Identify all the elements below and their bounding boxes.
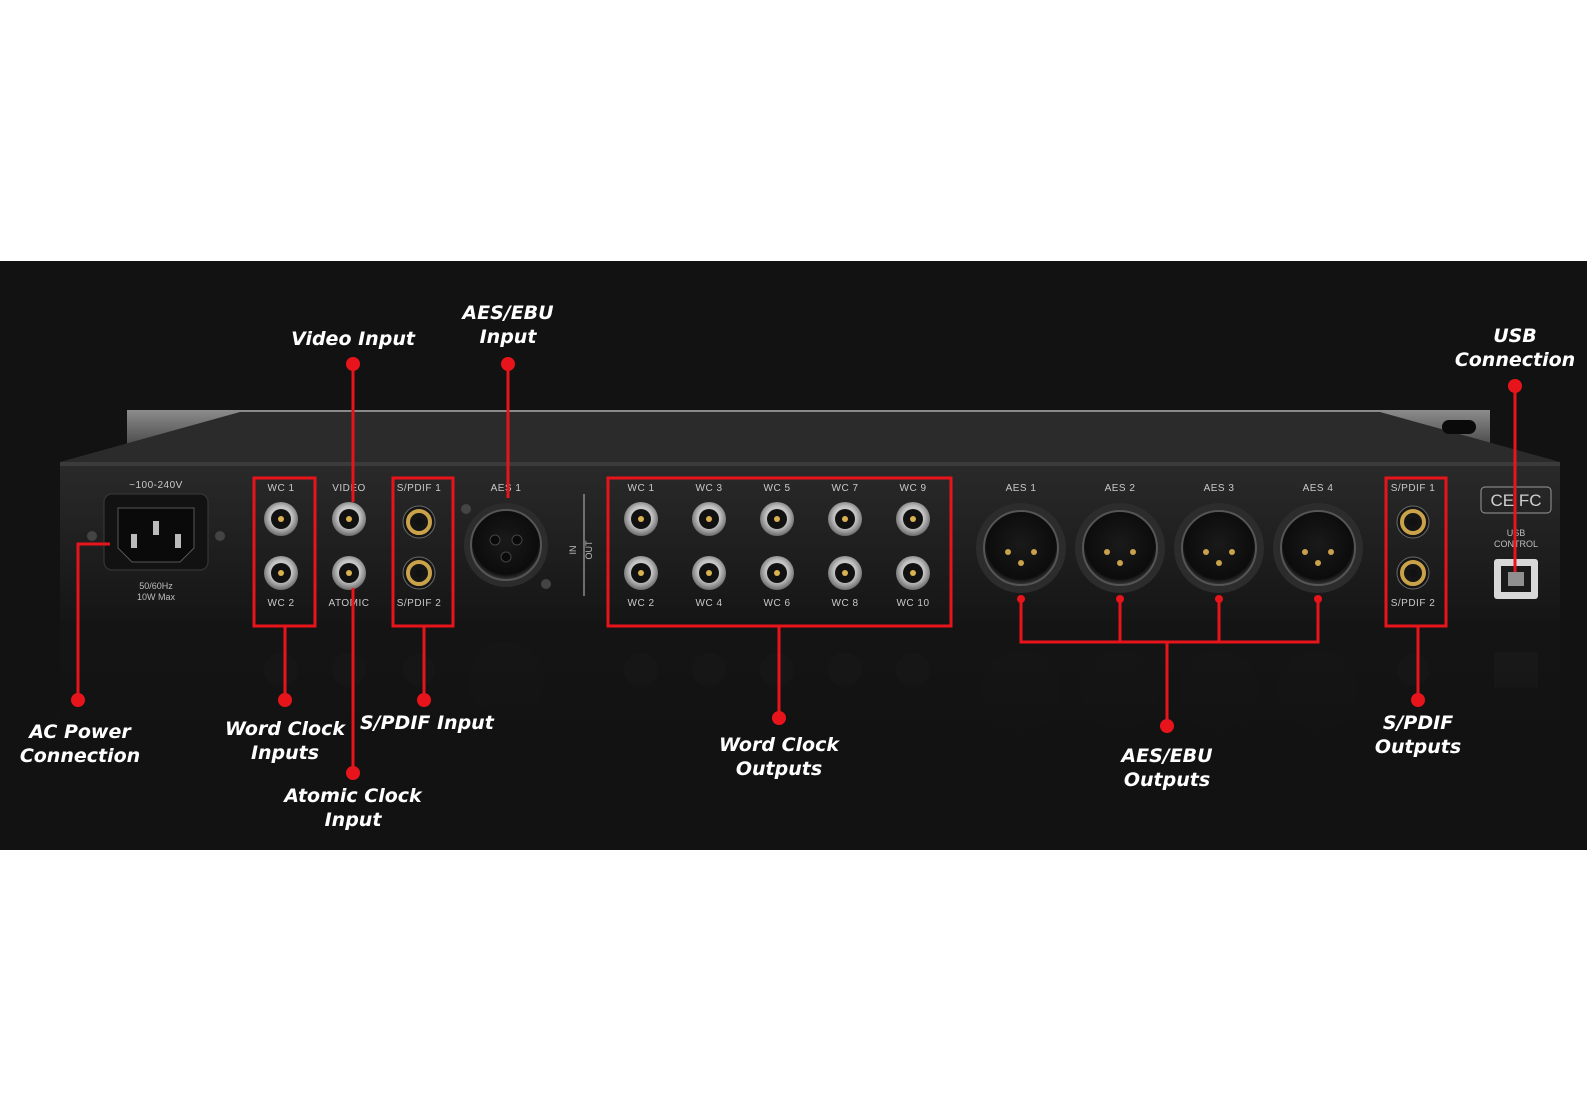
usb-b-port [1494,559,1538,599]
callout-word-clock-outputs: Word Clock Outputs [714,733,844,781]
rack-slot [1442,420,1476,434]
callout-line: Inputs [250,742,320,764]
callout-line: AES/EBU [1121,745,1213,767]
callout-line: Word Clock [719,734,839,756]
power-rating-line-1: 50/60Hz [139,581,173,591]
callout-line: Outputs [1123,769,1211,791]
callout-line: Input [324,809,382,831]
aes-out-label: AES 1 [1006,483,1037,494]
callout-line: Input [479,326,537,348]
callout-word-clock-inputs: Word Clock Inputs [223,717,347,765]
callout-atomic-clock-input: Atomic Clock Input [283,784,423,832]
xlr-input-connector [461,503,551,589]
wc-out-label: WC 7 [832,483,859,494]
ac-power-inlet [87,493,225,571]
callout-line: AES/EBU [462,302,554,324]
wc-out-label: WC 8 [832,598,859,609]
wc-out-label: WC 1 [628,483,655,494]
rca-connector [402,556,436,590]
wc-out-top-connectors [624,502,930,536]
wc-out-label: WC 9 [900,483,927,494]
callout-video-input: Video Input [283,327,423,351]
bnc-connector [760,556,794,590]
in-label: IN [568,546,578,555]
wc-out-label: WC 4 [696,598,723,609]
xlr-output-connector [1174,503,1264,593]
callout-usb-connection: USB Connection [1452,324,1578,372]
spdif-out-2-label: S/PDIF 2 [1391,598,1436,609]
aes-in-label: AES 1 [491,483,522,494]
callout-dots [71,357,1522,780]
video-label: VIDEO [332,483,366,494]
callout-line: Atomic Clock [284,785,422,807]
bnc-connector [692,502,726,536]
wc-out-label: WC 6 [764,598,791,609]
callout-line: Outputs [735,758,823,780]
rca-connector [1396,505,1430,539]
wc-in-2-label: WC 2 [268,598,295,609]
bnc-connector [332,502,366,536]
callout-line: S/PDIF Input [360,712,494,734]
bnc-connector [264,502,298,536]
spdif-in-1-label: S/PDIF 1 [397,483,442,494]
bnc-connector [624,556,658,590]
xlr-output-connector [976,503,1066,593]
spdif-in-2-label: S/PDIF 2 [397,598,442,609]
callout-line: Video Input [291,328,415,350]
callout-spdif-input: S/PDIF Input [360,711,494,735]
wc-out-label: WC 5 [764,483,791,494]
spdif-out-1-label: S/PDIF 1 [1391,483,1436,494]
xlr-output-connector [1273,503,1363,593]
callout-spdif-outputs: S/PDIF Outputs [1366,711,1470,759]
bnc-connector [828,556,862,590]
callout-line: USB [1493,325,1537,347]
aes-out-label: AES 4 [1303,483,1334,494]
out-label: OUT [584,540,594,560]
bnc-connector [896,556,930,590]
callout-line: Connection [1454,349,1576,371]
wc-out-label: WC 3 [696,483,723,494]
rca-connector [1396,556,1430,590]
voltage-label: ~100-240V [129,480,183,491]
callout-line: S/PDIF [1382,712,1454,734]
wc-out-label: WC 2 [628,598,655,609]
callout-aes-ebu-outputs: AES/EBU Outputs [1110,744,1224,792]
callout-line: Connection [19,745,141,767]
highlight-spdif-outputs [1384,476,1448,628]
wc-out-label: WC 10 [896,598,929,609]
bnc-connector [332,556,366,590]
aes-out-label: AES 3 [1204,483,1235,494]
callout-aes-ebu-input: AES/EBU Input [458,301,558,349]
bnc-connector [828,502,862,536]
callout-ac-power-connection: AC Power Connection [18,720,142,768]
callout-lines [76,364,1517,773]
atomic-label: ATOMIC [329,598,370,609]
rca-connector [402,505,436,539]
callout-line: Outputs [1374,736,1462,758]
bnc-connector [760,502,794,536]
callout-line: AC Power [29,721,131,743]
wc-out-bottom-connectors [624,556,930,590]
wc-in-1-label: WC 1 [268,483,295,494]
callout-line: Word Clock [225,718,345,740]
bnc-connector [692,556,726,590]
bnc-connector [896,502,930,536]
bnc-connector [264,556,298,590]
xlr-output-connector [1075,503,1165,593]
bnc-connector [624,502,658,536]
power-rating-line-2: 10W Max [137,592,176,602]
aes-out-label: AES 2 [1105,483,1136,494]
